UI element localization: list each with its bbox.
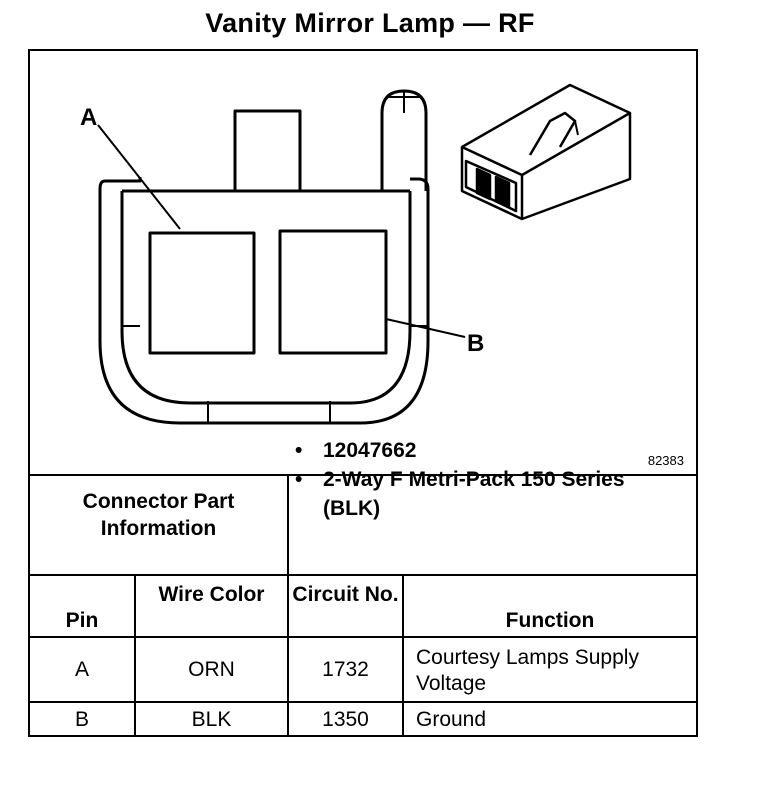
row-b-function: Ground xyxy=(416,708,487,731)
row-b-circuit-no: 1350 xyxy=(322,708,369,731)
divider-row xyxy=(30,701,696,703)
part-number: 12047662 xyxy=(323,439,417,462)
leader-line-a xyxy=(97,124,181,230)
header-pin: Pin xyxy=(65,609,99,632)
cavity-b xyxy=(278,229,388,355)
connector-3d-view xyxy=(460,83,632,221)
page-title: Vanity Mirror Lamp — RF xyxy=(205,8,535,38)
connector-info-item: • 2-Way F Metri-Pack 150 Series (BLK) xyxy=(295,465,643,523)
pin-label-b: B xyxy=(467,330,484,357)
connector-description: 2-Way F Metri-Pack 150 Series (BLK) xyxy=(323,468,625,520)
cavity-a xyxy=(148,231,256,355)
divider-diagram xyxy=(30,474,696,476)
connector-card: A B 82383 Connector Part Information Pin… xyxy=(28,49,698,737)
connector-info-label: Connector Part Information xyxy=(82,490,235,540)
locking-tab xyxy=(233,109,302,191)
divider-col-2 xyxy=(402,574,404,737)
header-wire-color: Wire Color xyxy=(158,583,265,606)
row-b-wire-color: BLK xyxy=(191,708,232,731)
divider-info xyxy=(30,574,696,576)
row-a-circuit-no: 1732 xyxy=(322,658,369,681)
row-a-function: Courtesy Lamps Supply Voltage xyxy=(416,646,639,695)
bullet-icon: • xyxy=(295,439,303,462)
connector-info-list: • 12047662 • 2-Way F Metri-Pack 150 Seri… xyxy=(295,436,643,523)
bullet-icon: • xyxy=(295,468,303,491)
connector-inner-outline xyxy=(120,191,412,405)
header-circuit-no: Circuit No. xyxy=(292,583,399,606)
row-a-pin: A xyxy=(74,658,89,681)
row-b-pin: B xyxy=(74,708,89,731)
divider-col-0 xyxy=(134,574,136,737)
figure-number: 82383 xyxy=(647,453,684,468)
connector-body-outline xyxy=(98,177,430,425)
divider-header xyxy=(30,636,696,638)
header-function: Function xyxy=(505,609,595,632)
row-a-wire-color: ORN xyxy=(188,658,235,681)
leader-line-b xyxy=(385,318,466,338)
divider-col-1 xyxy=(287,474,289,737)
connector-diagram: A B xyxy=(80,83,632,425)
connector-info-item: • 12047662 xyxy=(295,436,643,465)
pin-label-a: A xyxy=(80,104,97,131)
